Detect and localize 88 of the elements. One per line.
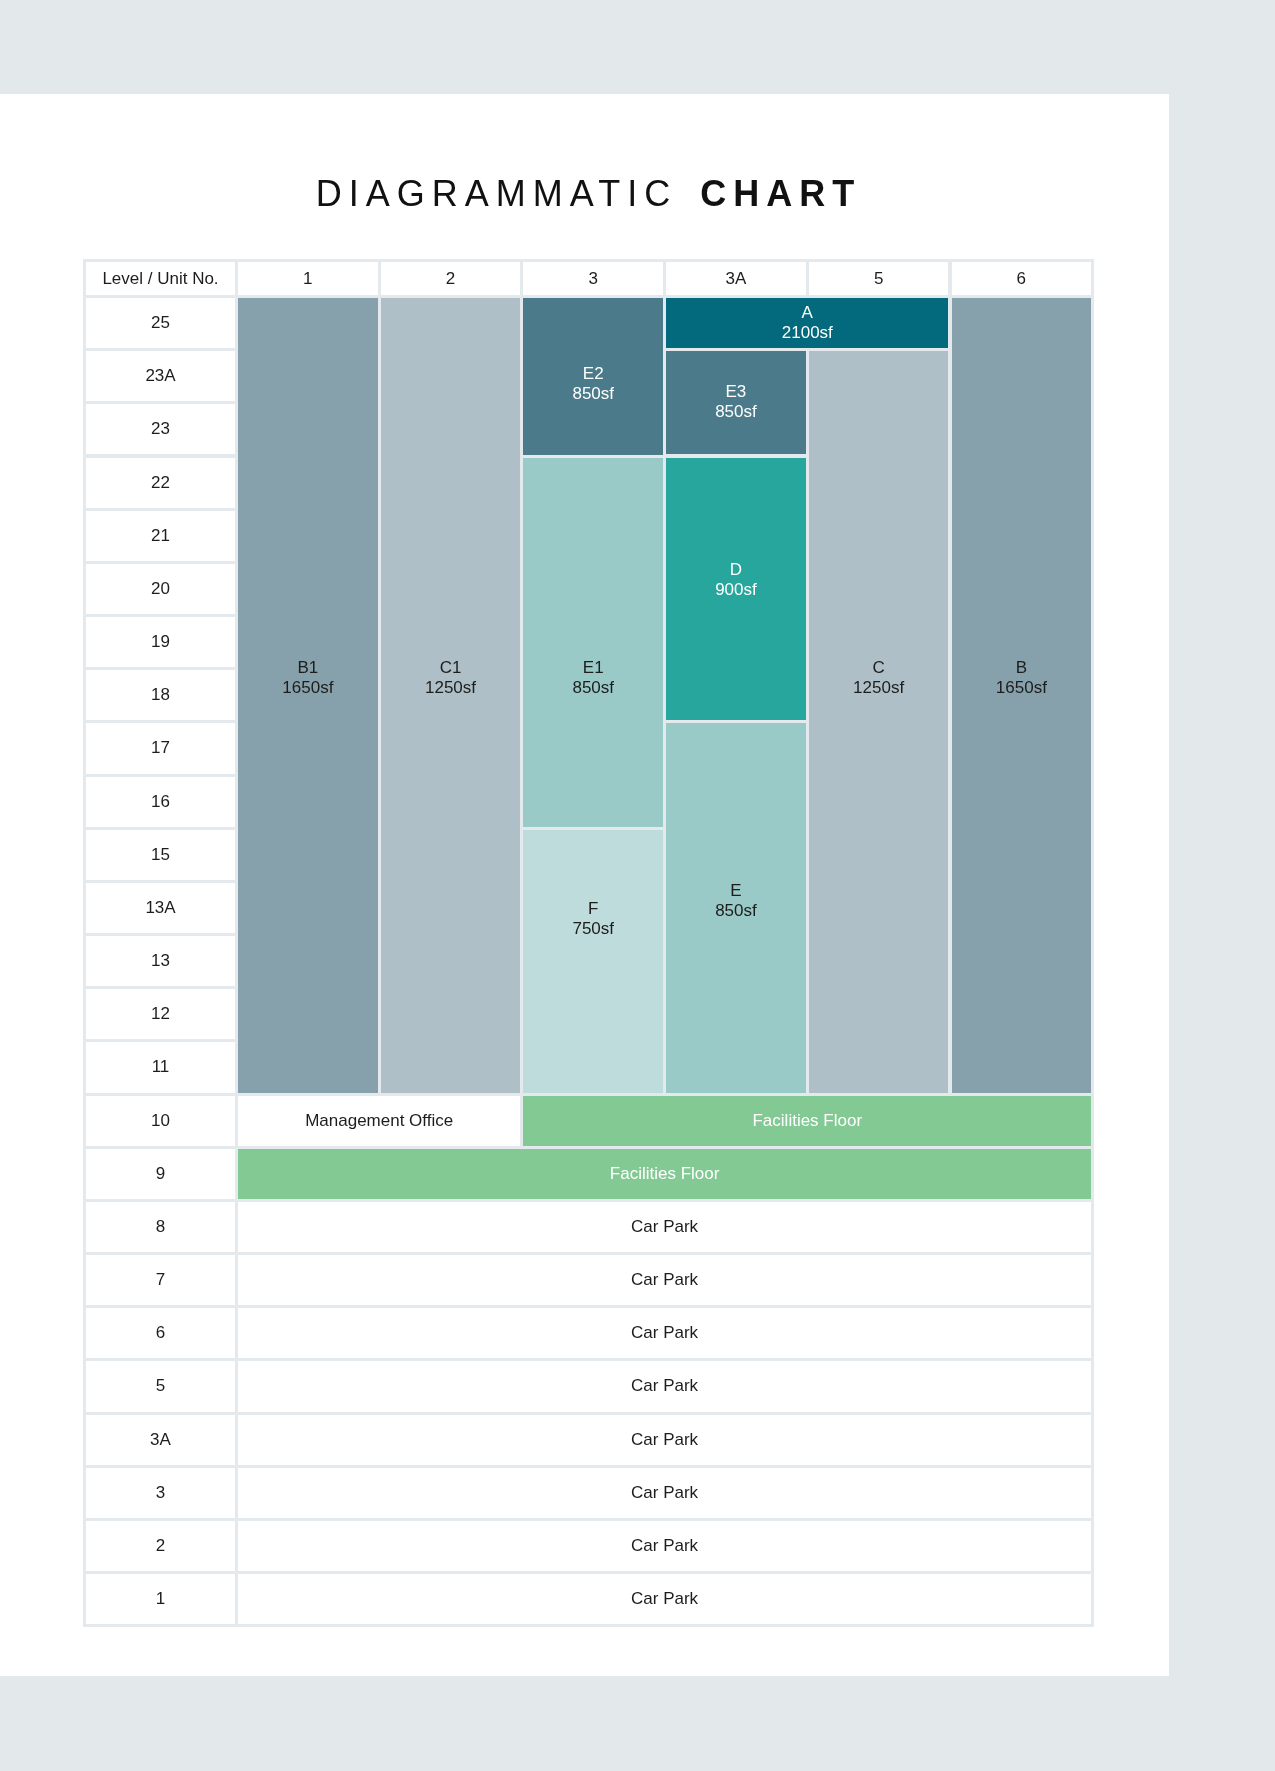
row-header: 10 — [86, 1095, 235, 1146]
unit-label: B1 — [297, 658, 319, 679]
row-header: 6 — [86, 1308, 235, 1359]
unit-block — [523, 457, 664, 827]
area-label: 1250sf — [853, 678, 905, 699]
floor-use-label: Car Park — [631, 1376, 699, 1397]
row-header: 5 — [86, 1361, 235, 1412]
floor-band — [238, 1467, 1092, 1518]
area-label: 850sf — [572, 678, 615, 699]
column-header: 1 — [238, 262, 378, 295]
unit-block — [666, 723, 806, 1093]
unit-block — [666, 457, 806, 721]
row-header: 11 — [86, 1042, 235, 1093]
unit-label: C1 — [439, 658, 462, 679]
floor-use-label: Facilities Floor — [752, 1110, 863, 1131]
area-label: 850sf — [715, 402, 757, 423]
row-header: 3A — [86, 1414, 235, 1465]
area-label: 2100sf — [781, 323, 833, 343]
unit-block — [238, 298, 378, 1093]
area-label: 1650sf — [995, 678, 1047, 699]
row-header: 7 — [86, 1255, 235, 1306]
unit-label: F — [588, 899, 599, 919]
floor-band — [238, 1361, 1092, 1412]
floor-use-label: Car Park — [631, 1482, 699, 1503]
area-label: 1250sf — [425, 678, 477, 699]
floor-band — [238, 1308, 1092, 1359]
column-header: 3A — [666, 262, 806, 295]
floor-use-label: Car Park — [631, 1429, 699, 1450]
row-header: 17 — [86, 723, 235, 774]
chart-title: DIAGRAMMATIC CHART — [315, 172, 862, 216]
column-header: 5 — [808, 262, 949, 295]
floor-use-label: Facilities Floor — [609, 1163, 720, 1184]
area-label: 750sf — [572, 919, 615, 939]
row-header: 15 — [86, 829, 235, 880]
row-header: 19 — [86, 617, 235, 668]
floor-use-label: Car Park — [631, 1323, 699, 1344]
unit-block — [380, 298, 521, 1093]
unit-label: E2 — [582, 364, 604, 385]
floor-use-label: Car Park — [631, 1270, 699, 1291]
floor-band — [238, 1574, 1092, 1625]
floor-band — [238, 1414, 1092, 1465]
unit-label: D — [729, 559, 743, 580]
column-header: Level / Unit No. — [86, 262, 235, 295]
row-header: 16 — [86, 776, 235, 827]
unit-label: E — [730, 880, 742, 901]
row-header: 20 — [86, 563, 235, 614]
floor-band — [238, 1255, 1092, 1306]
unit-block — [523, 829, 664, 1093]
column-header: 3 — [523, 262, 664, 295]
row-header: 8 — [86, 1201, 235, 1253]
row-header: 22 — [86, 457, 235, 508]
unit-block — [666, 351, 806, 455]
floor-band — [238, 1520, 1092, 1572]
column-header: 6 — [951, 262, 1092, 295]
row-header: 23 — [86, 404, 235, 455]
row-header: 2 — [86, 1520, 235, 1572]
row-header: 3 — [86, 1467, 235, 1518]
unit-label: A — [801, 303, 813, 323]
area-label: 850sf — [572, 384, 615, 405]
row-header: 13A — [86, 882, 235, 933]
area-label: 1650sf — [282, 678, 334, 699]
row-header: 9 — [86, 1148, 235, 1199]
unit-label: C — [872, 658, 885, 679]
row-header: 23A — [86, 351, 235, 402]
floor-use-label: Car Park — [631, 1535, 699, 1556]
area-label: 850sf — [715, 900, 757, 921]
floor-band — [523, 1095, 1092, 1146]
floor-use-label: Car Park — [631, 1589, 699, 1610]
row-header: 13 — [86, 936, 235, 987]
unit-block — [666, 298, 949, 349]
floor-use-label: Management Office — [305, 1110, 454, 1131]
unit-label: E3 — [725, 382, 747, 403]
column-header: 2 — [380, 262, 521, 295]
area-label: 900sf — [715, 579, 757, 600]
unit-block — [808, 351, 949, 1093]
row-header: 1 — [86, 1574, 235, 1625]
floor-use-label: Car Park — [631, 1216, 699, 1237]
row-header: 12 — [86, 989, 235, 1040]
unit-block — [951, 298, 1092, 1093]
floor-band — [238, 1095, 521, 1146]
unit-block — [523, 298, 664, 455]
row-header: 25 — [86, 298, 235, 349]
unit-label: B — [1015, 658, 1027, 679]
floor-band — [238, 1201, 1092, 1253]
unit-label: E1 — [582, 658, 604, 679]
row-header: 18 — [86, 670, 235, 721]
floor-band — [238, 1148, 1092, 1199]
row-header: 21 — [86, 510, 235, 561]
